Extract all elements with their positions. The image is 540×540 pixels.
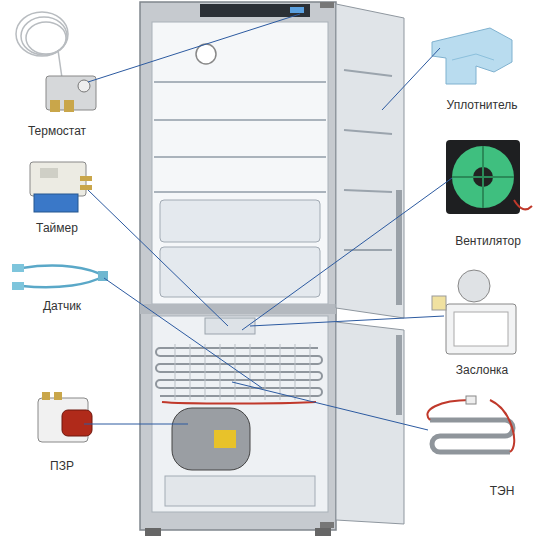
door-shelf [344, 190, 392, 192]
defrost-heater [162, 402, 316, 404]
terminal [80, 185, 92, 190]
part-label: Датчик [41, 299, 83, 313]
terminal [50, 100, 60, 112]
freezer-door [336, 322, 404, 524]
leader-line [382, 48, 440, 110]
shelf [154, 81, 326, 83]
part-label: ТЭН [488, 484, 517, 498]
compressor-tag [214, 430, 236, 448]
thermometer-dial [196, 44, 216, 64]
hinge [320, 522, 334, 528]
damper-frame [446, 304, 516, 354]
connector [432, 296, 446, 310]
part-label: Вентилятор [453, 234, 523, 248]
fridge-compartment [152, 22, 328, 304]
fan-icon [446, 140, 532, 214]
part-label: ПЗР [48, 459, 76, 473]
crisper-drawer [160, 200, 320, 242]
heater-tube [430, 420, 513, 452]
part-label: Уплотнитель [445, 98, 520, 112]
leader-line [232, 382, 428, 430]
leader-line [250, 316, 444, 326]
seal-groove [452, 54, 494, 60]
leader-lines [84, 14, 452, 430]
terminal [64, 100, 74, 112]
heater-wire [427, 400, 514, 452]
damper-icon [432, 270, 516, 354]
coil [16, 12, 68, 56]
fan-wire [514, 200, 532, 209]
door-seal-icon [432, 28, 512, 84]
leader-line [84, 424, 188, 425]
terminal [80, 176, 92, 181]
divider [140, 304, 336, 314]
part-label: Таймер [34, 221, 80, 235]
freezer-compartment [152, 316, 328, 512]
timer-base [34, 194, 78, 212]
handle [396, 335, 402, 415]
fan-frame [446, 140, 520, 214]
leader-line [88, 190, 228, 326]
connector [12, 264, 24, 272]
heater-icon [427, 396, 514, 452]
leader-line [104, 278, 262, 388]
leader-line [88, 14, 300, 82]
connector [12, 282, 24, 290]
damper-flap [454, 312, 508, 346]
connector [466, 396, 476, 404]
hinge [320, 2, 334, 8]
cabinet [140, 2, 336, 530]
crisper-drawer [160, 247, 320, 297]
fins [175, 344, 310, 400]
terminal [54, 392, 62, 400]
display [290, 7, 304, 13]
relay-coil [62, 410, 92, 436]
part-label: Термостат [26, 124, 88, 138]
door-shelf [344, 130, 392, 134]
timer-icon [30, 162, 92, 212]
evaporator-fins [175, 344, 310, 400]
timer-body [30, 162, 86, 196]
fridge-door [336, 4, 404, 318]
shelf [154, 191, 326, 193]
capillary-coil [16, 12, 68, 56]
foot [315, 528, 331, 536]
timer-label-plate [40, 168, 58, 178]
coil [21, 17, 67, 55]
compressor [172, 408, 250, 470]
shelf [154, 119, 326, 121]
glass-shelves [154, 82, 326, 192]
foot [145, 528, 161, 536]
fan-blades [452, 146, 514, 208]
control-panel [200, 4, 310, 17]
part-label: Заслонка [454, 363, 511, 377]
shelf [154, 156, 326, 158]
handle [396, 190, 402, 305]
freezer-drawer [165, 476, 315, 506]
sensor-icon [12, 264, 108, 290]
door-shelf [344, 70, 392, 76]
blade-edges [452, 146, 514, 208]
damper-motor [458, 270, 490, 302]
coil [26, 22, 66, 54]
sensor-wire [22, 266, 104, 288]
capillary [58, 50, 62, 78]
start-relay-icon [38, 392, 92, 442]
door-shelves [344, 70, 392, 250]
seal-profile [432, 28, 512, 84]
leader-line [242, 178, 452, 330]
thermostat-icon [16, 12, 96, 112]
refrigerator [140, 2, 404, 536]
terminal [42, 392, 50, 400]
